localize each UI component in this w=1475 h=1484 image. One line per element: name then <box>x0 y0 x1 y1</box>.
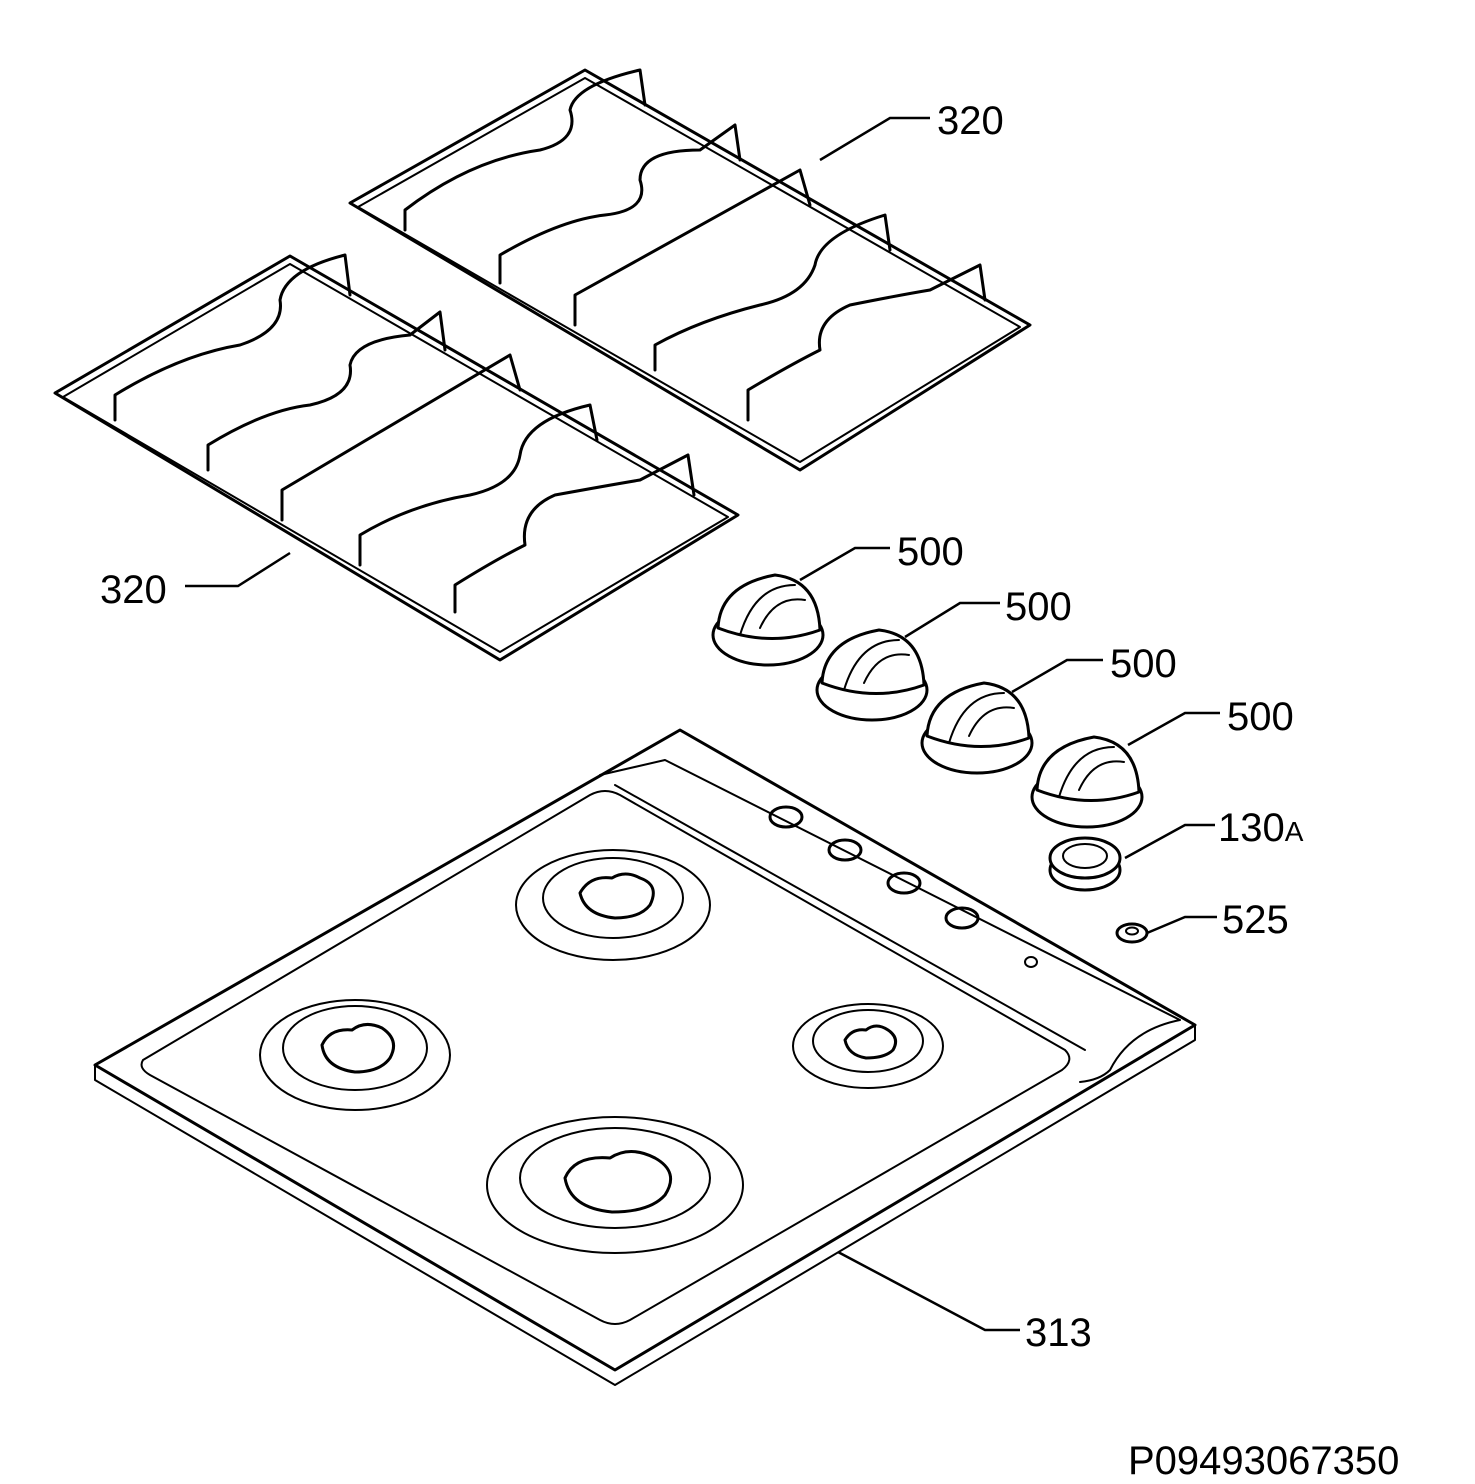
control-knob-3 <box>920 681 1034 775</box>
leader-lines <box>185 116 1220 1332</box>
callout-small-part: 525 <box>1222 898 1289 942</box>
callout-knob-3: 500 <box>1110 642 1177 686</box>
callout-knob-1: 500 <box>897 530 964 574</box>
drawing-number: P09493067350 <box>1128 1439 1399 1483</box>
callout-bezel-number: 130 <box>1218 806 1285 850</box>
control-knob-2 <box>815 628 929 722</box>
callout-bezel: 130A <box>1218 806 1304 850</box>
knob-bezel <box>1048 836 1122 892</box>
callout-knob-2: 500 <box>1005 585 1072 629</box>
callout-knob-4: 500 <box>1227 695 1294 739</box>
hob-top-plate <box>93 728 1197 1386</box>
control-knob-1 <box>711 573 825 667</box>
callout-bezel-suffix: A <box>1285 816 1304 847</box>
callout-pan-support-front: 320 <box>100 568 167 612</box>
pan-support-front <box>53 253 740 662</box>
pan-support-rear <box>348 68 1032 472</box>
small-spring-part <box>1115 922 1149 944</box>
control-knob-4 <box>1030 735 1144 829</box>
callout-pan-support-rear: 320 <box>937 99 1004 143</box>
callout-hob-top: 313 <box>1025 1311 1092 1355</box>
